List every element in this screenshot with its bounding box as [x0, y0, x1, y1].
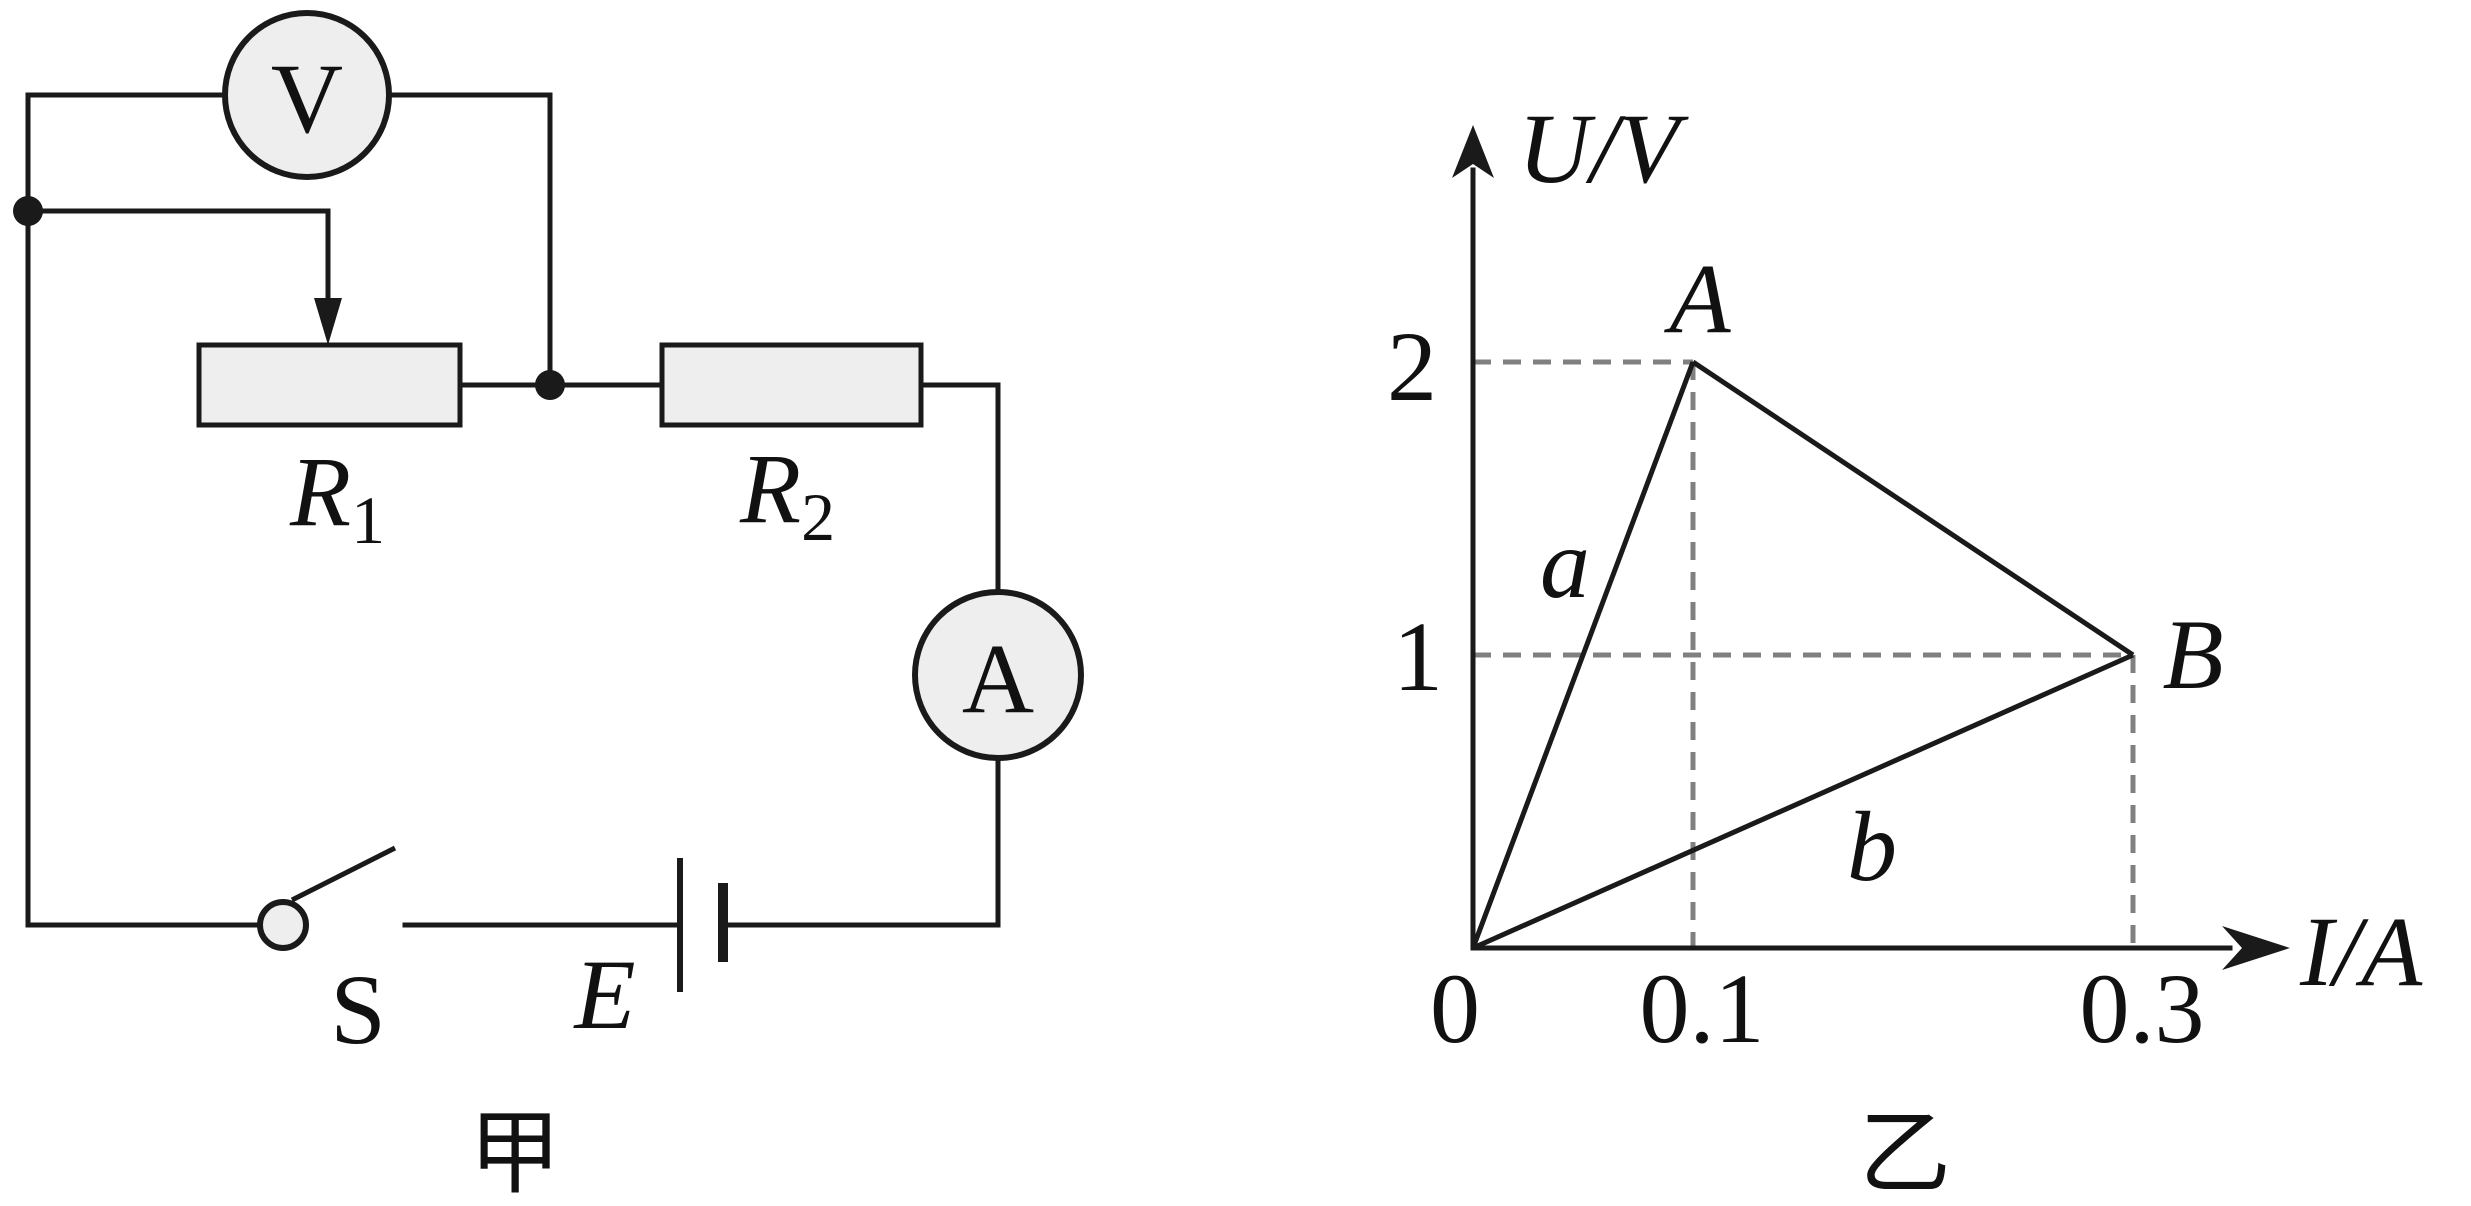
resistor-r1 — [196, 342, 463, 428]
y-axis-arrow-icon — [1452, 125, 1494, 178]
resistor-r2 — [659, 342, 924, 428]
circuit-caption: 甲 — [469, 1103, 561, 1205]
r1-label: R1 — [289, 436, 385, 558]
point-a-label: A — [1663, 243, 1731, 354]
line-a-to-b — [1691, 359, 2135, 658]
x-tick-0-1: 0.1 — [1640, 953, 1765, 1064]
point-b-label: B — [2162, 599, 2223, 710]
slider-arrow-icon — [314, 298, 342, 345]
battery-label: E — [572, 939, 635, 1050]
line-a-label: a — [1540, 508, 1590, 619]
junction-dot-middle — [535, 370, 565, 400]
voltmeter-icon — [222, 10, 392, 180]
x-tick-0-3: 0.3 — [2080, 953, 2205, 1064]
wire-slider-contact — [25, 208, 331, 303]
wire-r2-ammeter — [918, 382, 1001, 593]
junction-dot-left — [13, 196, 43, 226]
switch-pivot-icon — [257, 899, 309, 951]
wire-left-loop — [25, 92, 268, 928]
graph-caption: 乙 — [1859, 1103, 1951, 1205]
wire-ammeter-battery — [720, 757, 1001, 928]
y-tick-1: 1 — [1393, 601, 1443, 712]
ammeter-label: A — [962, 623, 1034, 734]
ui-graph: U/V I/A 0 0.1 0.3 1 2 A B a b 乙 — [1387, 93, 2423, 1205]
x-axis-arrow-icon — [2222, 926, 2290, 970]
line-a — [1470, 361, 1696, 949]
switch-blade — [290, 845, 397, 903]
line-b — [1471, 652, 2135, 951]
switch-label: S — [330, 954, 386, 1065]
y-axis-label: U/V — [1518, 93, 1689, 204]
voltmeter-label: V — [271, 43, 343, 154]
line-b-label: b — [1847, 791, 1897, 902]
circuit-diagram: V A R1 R2 S E 甲 — [13, 10, 1084, 1205]
y-tick-2: 2 — [1387, 311, 1437, 422]
r2-label: R2 — [739, 433, 835, 555]
ammeter-icon — [912, 589, 1084, 761]
x-axis-label: I/A — [2299, 896, 2423, 1007]
origin-label: 0 — [1430, 953, 1480, 1064]
